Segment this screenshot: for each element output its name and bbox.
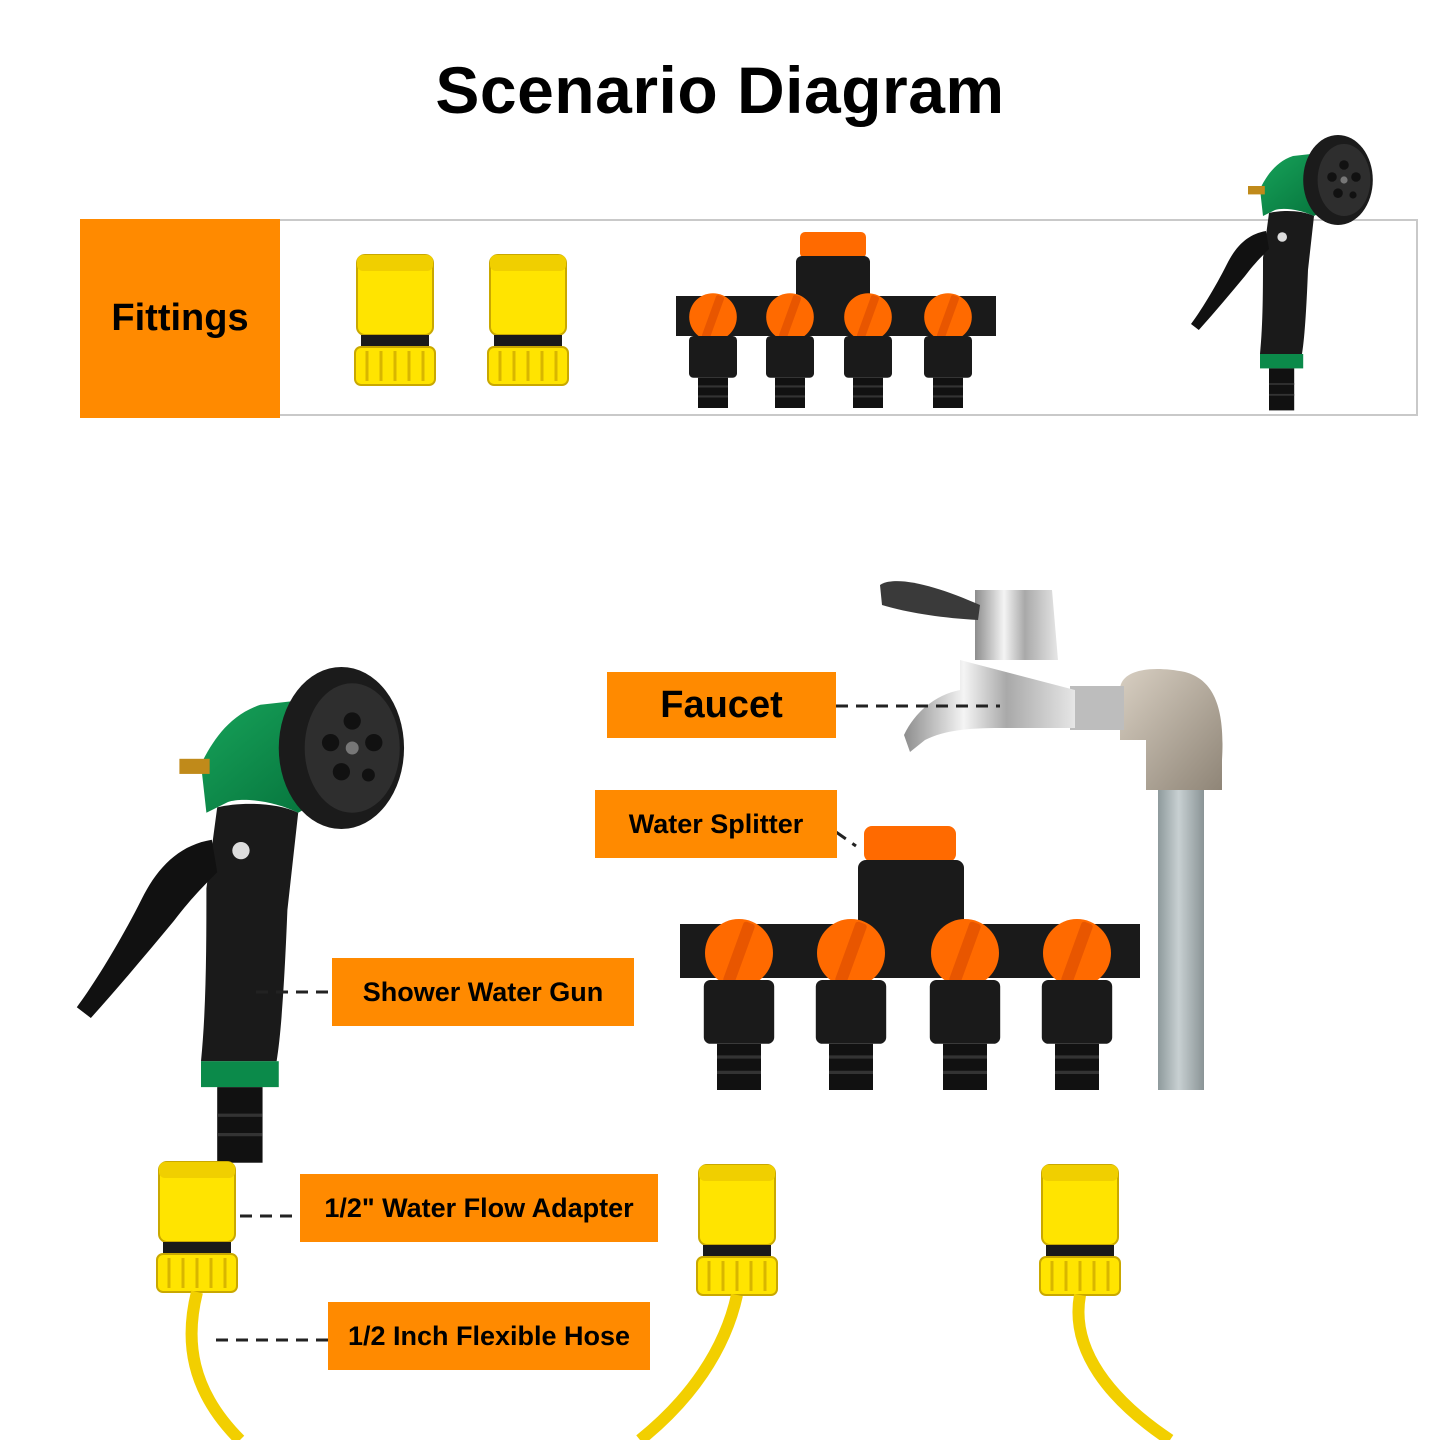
bottom-adapter-right: [1038, 1163, 1122, 1297]
water-flow-adapter-label: 1/2" Water Flow Adapter: [300, 1174, 658, 1242]
bottom-adapter-middle: [695, 1163, 779, 1297]
fittings-label: Fittings: [80, 219, 280, 418]
water-splitter-image: [680, 826, 1140, 1092]
fittings-panel: [80, 219, 1418, 416]
top-splitter: [676, 232, 996, 410]
top-adapter-right: [486, 253, 570, 387]
faucet-image: [880, 581, 1223, 1090]
leader-lines: [216, 704, 1000, 1342]
top-adapter-left: [353, 253, 437, 387]
shower-water-gun-image: [75, 665, 406, 1165]
top-water-gun: [1190, 134, 1374, 412]
water-splitter-label: Water Splitter: [595, 790, 837, 858]
faucet-label: Faucet: [607, 672, 836, 738]
flexible-hose-image: [185, 1290, 1174, 1440]
page-title: Scenario Diagram: [435, 53, 1005, 127]
bottom-adapter-left: [155, 1160, 239, 1294]
shower-water-gun-label: Shower Water Gun: [332, 958, 634, 1026]
flexible-hose-label: 1/2 Inch Flexible Hose: [328, 1302, 650, 1370]
